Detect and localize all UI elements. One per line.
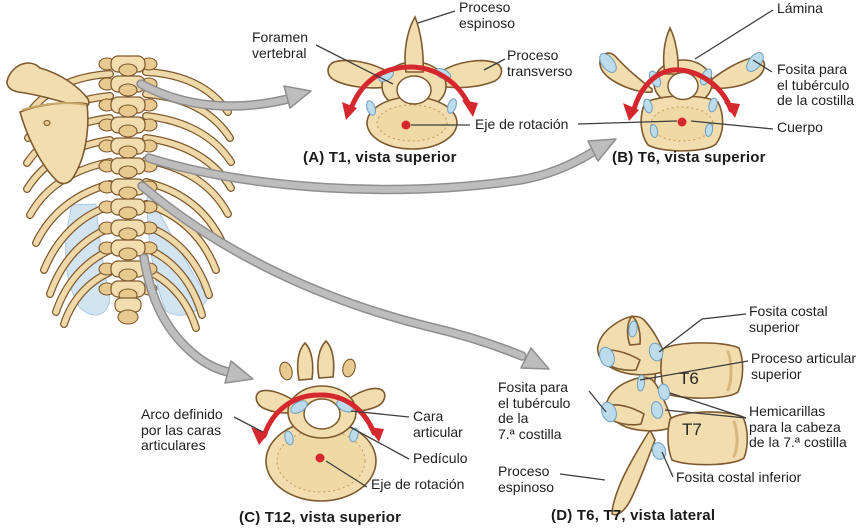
costal-facet: [284, 430, 294, 446]
label-fosita-tuberculo-7a: Fosita para el tubérculo de la 7.ª costi…: [498, 379, 571, 442]
rotation-arrowhead: [623, 103, 639, 121]
leader-lines: [233, 9, 774, 488]
label-fosita-costal-superior: Fosita costal superior: [749, 303, 828, 335]
caption-panel-c: (C) T12, vista superior: [239, 509, 402, 526]
superior-articular-process: [296, 341, 314, 381]
rotation-arc: [261, 392, 377, 439]
articular-facet: [290, 400, 308, 414]
costal-facet-tp-t7: [601, 401, 617, 423]
scapula: [6, 62, 90, 185]
vertebra-t12-superior: [251, 339, 386, 502]
label-t6: T6: [679, 369, 699, 388]
label-proceso-espinoso-a: Proceso espinoso: [459, 0, 516, 31]
label-eje-de-rotacion-c: Eje de rotación: [371, 476, 465, 492]
label-proceso-articular-superior: Proceso articular superior: [751, 350, 857, 382]
vertebral-foramen: [303, 398, 341, 430]
label-eje-de-rotacion-ab: Eje de rotación: [475, 116, 569, 132]
superior-articular-process: [317, 339, 335, 379]
rotation-arrowhead: [462, 100, 478, 117]
rotation-arc: [630, 67, 734, 116]
label-pediculo: Pedículo: [413, 450, 468, 466]
mammillary-process: [279, 361, 293, 381]
inferior-demifacet-t6: [657, 383, 671, 401]
caption-panel-a: (A) T1, vista superior: [303, 149, 457, 166]
rotation-arrowhead: [724, 102, 740, 118]
arrow-to-panel-a: [136, 79, 312, 111]
rotation-axis-dot-a: [401, 120, 411, 130]
rotation-axis-dot-b: [677, 117, 687, 127]
costal-facet-tp-t6: [599, 346, 615, 368]
inferior-costal-fossa: [651, 442, 667, 460]
transverse-process-left: [327, 59, 391, 89]
label-foramen-vertebral: Foramen vertebral: [252, 29, 309, 61]
label-hemicarillas: Hemicarillas para la cabeza de la 7.ª co…: [749, 403, 847, 450]
label-cuerpo: Cuerpo: [777, 119, 823, 135]
costal-facet: [447, 98, 457, 114]
demifacet: [649, 124, 659, 138]
rotation-arc: [349, 64, 471, 109]
t7-spinous-process: [611, 428, 656, 516]
vertebra-t6-superior: [599, 26, 766, 152]
label-proceso-espinoso-d: Proceso espinoso: [498, 463, 555, 495]
spinous-process: [662, 26, 679, 75]
superior-costal-fossa: [648, 342, 664, 362]
label-proceso-transverso: Proceso transverso: [507, 47, 573, 79]
caption-panel-d: (D) T6, T7, vista lateral: [551, 507, 716, 524]
t7-body: [667, 411, 749, 466]
vertebral-foramen: [396, 75, 432, 105]
costal-facet: [366, 100, 376, 116]
demifacet: [708, 97, 718, 113]
t6-body: [660, 342, 744, 399]
label-fosita-tuberculo-costilla: Fosita para el tubérculo de la costilla: [777, 61, 855, 108]
costal-facet-tp: [599, 53, 617, 73]
vertebra-t1-superior: [327, 15, 503, 150]
label-fosita-costal-inferior: Fosita costal inferior: [676, 469, 802, 485]
arrow-to-panel-d: [137, 181, 550, 370]
demifacet: [643, 98, 653, 114]
vertebral-foramen: [667, 71, 699, 101]
mammillary-process: [342, 358, 356, 378]
rotation-arrowhead: [368, 427, 384, 442]
vertebral-column: [98, 55, 158, 325]
spinous-process: [404, 15, 424, 73]
ribcage-illustration: [6, 55, 231, 328]
arrow-to-panel-c: [139, 253, 254, 384]
label-lamina: Lámina: [777, 0, 823, 16]
costal-facet: [349, 427, 359, 443]
articular-facet: [628, 320, 638, 338]
rotation-arrowhead: [342, 102, 357, 120]
demifacet: [704, 123, 714, 137]
caption-panel-b: (B) T6, vista superior: [612, 149, 766, 166]
transverse-process-right: [439, 59, 503, 89]
arrow-to-panel-b: [144, 138, 617, 195]
label-cara-articular: Cara articular: [413, 408, 463, 440]
label-t7: T7: [682, 420, 702, 439]
superior-demifacet-t7: [650, 401, 664, 419]
label-arco-definido: Arco definido por las caras articulares: [141, 406, 223, 453]
rotation-arrowhead: [251, 427, 268, 445]
vertebrae-t6-t7-lateral: [596, 314, 749, 516]
rotation-axis-dot-c: [315, 453, 325, 463]
